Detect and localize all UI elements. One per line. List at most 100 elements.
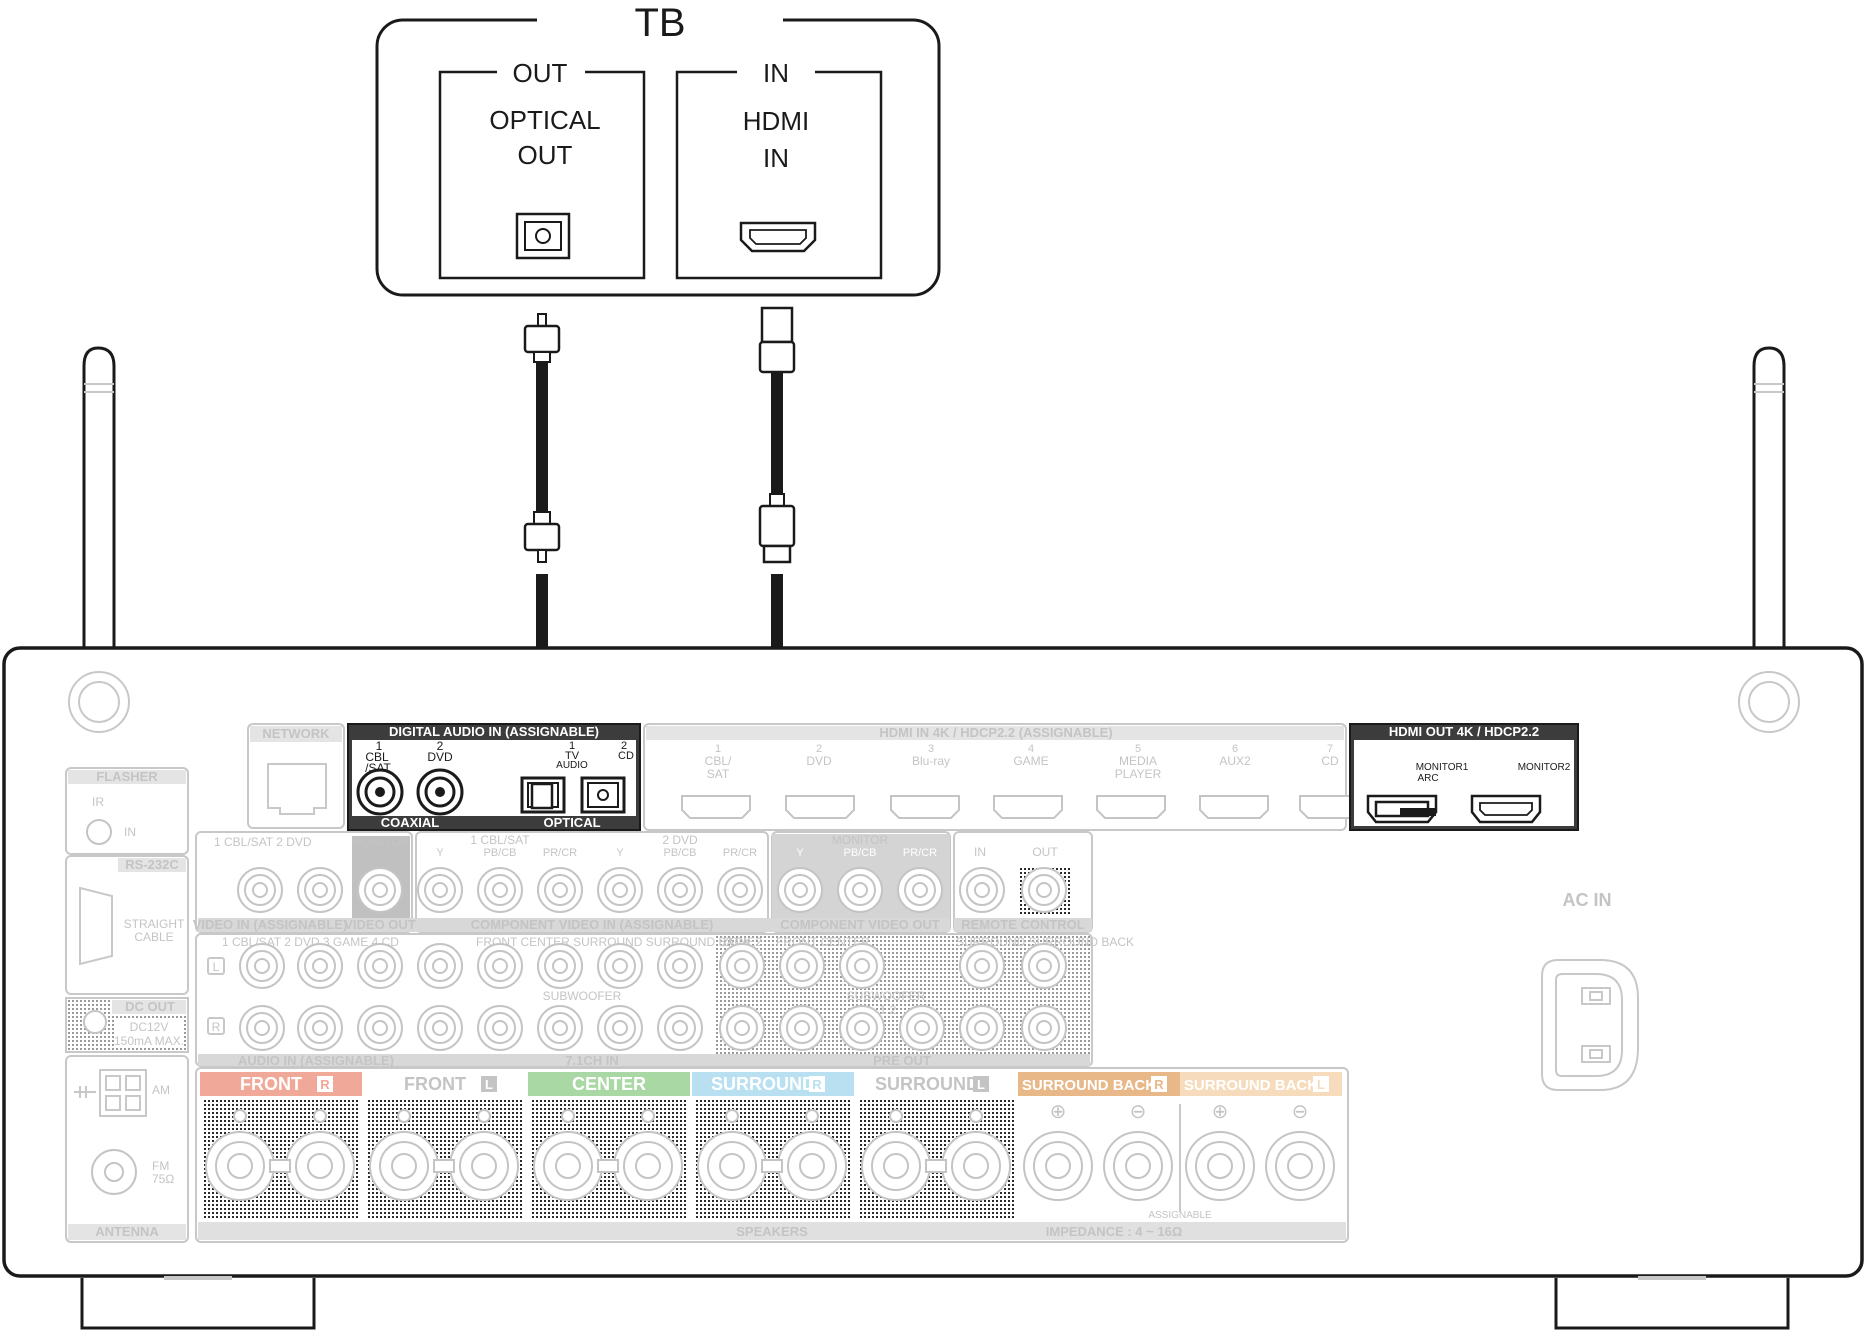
cable-label: CABLE (134, 930, 173, 944)
video-rca-jack[interactable] (837, 867, 883, 913)
video-rca-jack[interactable] (237, 867, 283, 913)
speaker-terminal-positive[interactable] (1023, 1131, 1093, 1201)
coaxial-2-jack[interactable] (416, 768, 464, 816)
hdmi-input-port[interactable] (1096, 795, 1166, 819)
dc-out-jack[interactable] (83, 1010, 107, 1034)
audio-rca-jack-bottom[interactable] (1021, 1005, 1067, 1051)
audio-rca-jack-top[interactable] (839, 943, 885, 989)
audio-rca-jack-top[interactable] (357, 943, 403, 989)
flasher-jack[interactable] (86, 819, 112, 845)
speaker-group-label: SURROUND (711, 1074, 815, 1094)
audio-rca-jack-top[interactable] (297, 943, 343, 989)
hdmi-input-port[interactable] (993, 795, 1063, 819)
am-terminal-icon[interactable] (74, 1069, 147, 1117)
dai-cd: CD (618, 750, 634, 762)
speaker-terminal-positive[interactable] (861, 1109, 931, 1201)
video-rca-jack[interactable] (717, 867, 763, 913)
audio-rca-jack-top[interactable] (597, 943, 643, 989)
speaker-terminal-negative[interactable] (285, 1109, 355, 1201)
video-rca-jack[interactable] (597, 867, 643, 913)
speaker-terminal-negative[interactable] (941, 1109, 1011, 1201)
speaker-terminal-positive[interactable] (697, 1109, 767, 1201)
optical-2-cd-port[interactable] (580, 776, 626, 814)
l-label: L (213, 960, 220, 974)
audio-rca-jack-top[interactable] (537, 943, 583, 989)
comp1-label: 1 CBL/SAT (470, 833, 530, 847)
video-rca-jack[interactable] (357, 867, 403, 913)
video-rca-jack[interactable] (477, 867, 523, 913)
speaker-terminal-negative[interactable] (777, 1109, 847, 1201)
audio-rca-jack-bottom[interactable] (297, 1005, 343, 1051)
audio-rca-jack-bottom[interactable] (477, 1005, 523, 1051)
hdmi-monitor2-port[interactable] (1470, 794, 1542, 824)
audio-rca-jack-bottom[interactable] (657, 1005, 703, 1051)
serial-port-icon[interactable] (79, 886, 113, 966)
video-in-cols: 1 CBL/SAT 2 DVD (214, 835, 312, 849)
dai-1: 1 (376, 739, 383, 753)
audio-rca-jack-top[interactable] (657, 943, 703, 989)
coaxial-1-jack[interactable] (356, 768, 404, 816)
audio-rca-jack-bottom[interactable] (537, 1005, 583, 1051)
video-rca-jack[interactable] (657, 867, 703, 913)
speaker-terminal-negative[interactable] (1265, 1131, 1335, 1201)
video-section: 1 CBL/SAT 2 DVD MONITOR 1 CBL/SAT 2 DVD … (193, 831, 1093, 933)
speaker-terminal-negative[interactable] (613, 1109, 683, 1201)
remote-control-out-jack[interactable] (1021, 867, 1067, 913)
hdmi-input-port[interactable] (785, 795, 855, 819)
speaker-badge: R (320, 1077, 330, 1092)
video-rca-jack[interactable] (297, 867, 343, 913)
tb-in-panel: IN HDMI IN (675, 58, 883, 280)
sub12-label: 1 2 (880, 1003, 897, 1017)
audio-rca-jack-bottom[interactable] (839, 1005, 885, 1051)
speaker-terminal-positive[interactable] (205, 1109, 275, 1201)
audio-rca-jack-bottom[interactable] (719, 1005, 765, 1051)
speaker-terminal-positive[interactable] (369, 1109, 439, 1201)
optical-port-icon[interactable] (515, 212, 571, 260)
audio-rca-jack-bottom[interactable] (779, 1005, 825, 1051)
audio-rca-jack-top[interactable] (417, 943, 463, 989)
rc-in-label: IN (974, 845, 986, 859)
video-rca-jack[interactable] (897, 867, 943, 913)
audio-rca-jack-bottom[interactable] (239, 1005, 285, 1051)
hdmi-input-port[interactable] (890, 795, 960, 819)
ethernet-port-icon[interactable] (267, 763, 327, 815)
hdmi-input-port[interactable] (1199, 795, 1269, 819)
audio-rca-jack-top[interactable] (959, 943, 1005, 989)
audio-rca-jack-bottom[interactable] (959, 1005, 1005, 1051)
speaker-badge: R (1154, 1077, 1164, 1092)
hdmi-input-label: GAME (1013, 754, 1048, 768)
dai-1b: 1 (569, 740, 575, 752)
video-rca-jack[interactable] (777, 867, 823, 913)
video-rca-jack[interactable] (537, 867, 583, 913)
audio-rca-jack-bottom[interactable] (597, 1005, 643, 1051)
audio-rca-jack-top[interactable] (779, 943, 825, 989)
hdmi-port-icon[interactable] (739, 221, 817, 253)
component-channel-label: Y (616, 847, 624, 859)
audio-rca-jack-top[interactable] (1021, 943, 1067, 989)
antenna-left (82, 346, 116, 654)
video-out-label: VIDEO OUT (344, 917, 416, 932)
hdmi-input-label: CBL/ (705, 754, 732, 768)
audio-rca-jack-bottom[interactable] (357, 1005, 403, 1051)
speaker-group: CENTER (528, 1072, 690, 1218)
video-rca-jack[interactable] (959, 867, 1005, 913)
hdmi-input-port[interactable] (681, 795, 751, 819)
audio-rca-jack-top[interactable] (477, 943, 523, 989)
audio-rca-jack-top[interactable] (239, 943, 285, 989)
audio-rca-jack-top[interactable] (719, 943, 765, 989)
power-inlet-icon[interactable] (1541, 959, 1639, 1091)
video-jack-list (237, 866, 1070, 914)
speaker-terminal-negative[interactable] (1103, 1131, 1173, 1201)
component-channel-label: PB/CB (663, 847, 696, 859)
speaker-terminal-negative[interactable] (449, 1109, 519, 1201)
speaker-group-label: SURROUND (875, 1074, 979, 1094)
flasher-label: FLASHER (96, 769, 158, 784)
speaker-terminal-positive[interactable] (1185, 1131, 1255, 1201)
video-rca-jack[interactable] (417, 867, 463, 913)
audio-rca-jack-bottom[interactable] (417, 1005, 463, 1051)
component-channel-label: PR/CR (723, 847, 757, 859)
component-channel-label: PR/CR (543, 847, 577, 859)
audio-rca-jack-bottom[interactable] (899, 1005, 945, 1051)
